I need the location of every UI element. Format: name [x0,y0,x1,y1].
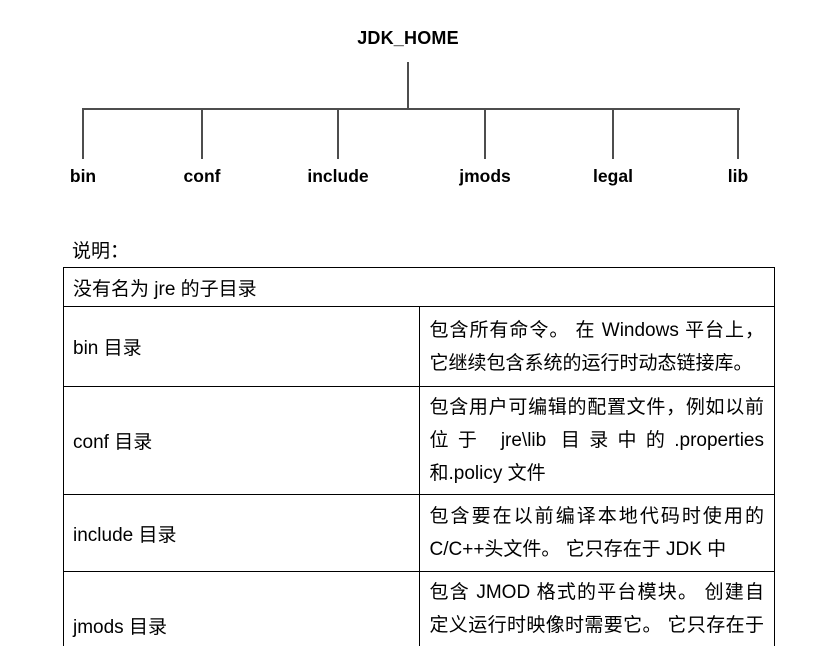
tree-branch-line-legal [612,108,614,159]
tree-node-label-bin: bin [69,166,97,186]
dir-name-cell-conf: conf 目录 [63,386,420,495]
tree-branch-line-bin [82,108,84,159]
directory-explanation-table: 没有名为 jre 的子目录 bin 目录 包含所有命令。 在 Windows 平… [63,267,775,646]
table-caption: 说明： [72,241,130,262]
tree-node-label-legal: legal [593,166,633,186]
tree-horizontal-line [83,108,740,110]
dir-name-cell-include: include 目录 [63,494,420,572]
note-cell: 没有名为 jre 的子目录 [63,267,775,307]
table-row: include 目录 包含要在以前编译本地代码时使用的 C/C++头文件。 它只… [63,494,775,572]
tree-node-label-include: include [307,166,369,186]
tree-root-stem-line [407,62,409,109]
table-row: bin 目录 包含所有命令。 在 Windows 平台上，它继续包含系统的运行时… [63,306,775,387]
tree-branch-line-include [337,108,339,159]
table-row: conf 目录 包含用户可编辑的配置文件，例如以前位于 jre\lib 目录中的… [63,386,775,495]
tree-branch-line-jmods [484,108,486,159]
tree-branch-line-conf [201,108,203,159]
dir-desc-cell-bin: 包含所有命令。 在 Windows 平台上，它继续包含系统的运行时动态链接库。 [418,306,775,387]
table-row: 没有名为 jre 的子目录 [63,267,775,307]
tree-node-label-jmods: jmods [459,166,511,186]
table-row: jmods 目录 包含 JMOD 格式的平台模块。 创建自定义运行时映像时需要它… [63,571,775,646]
dir-name-cell-jmods: jmods 目录 [63,571,420,646]
dir-name-cell-bin: bin 目录 [63,306,420,387]
tree-branch-line-lib [737,108,739,159]
dir-desc-cell-include: 包含要在以前编译本地代码时使用的 C/C++头文件。 它只存在于 JDK 中 [418,494,775,572]
dir-desc-cell-jmods: 包含 JMOD 格式的平台模块。 创建自定义运行时映像时需要它。 它只存在于 J… [418,571,775,646]
tree-root-label: JDK_HOME [357,28,459,48]
tree-node-label-conf: conf [183,166,221,186]
dir-desc-cell-conf: 包含用户可编辑的配置文件，例如以前位于 jre\lib 目录中的.propert… [418,386,775,495]
tree-node-label-lib: lib [727,166,749,186]
directory-tree-diagram: JDK_HOME bin conf include jmods legal lib [0,0,822,215]
